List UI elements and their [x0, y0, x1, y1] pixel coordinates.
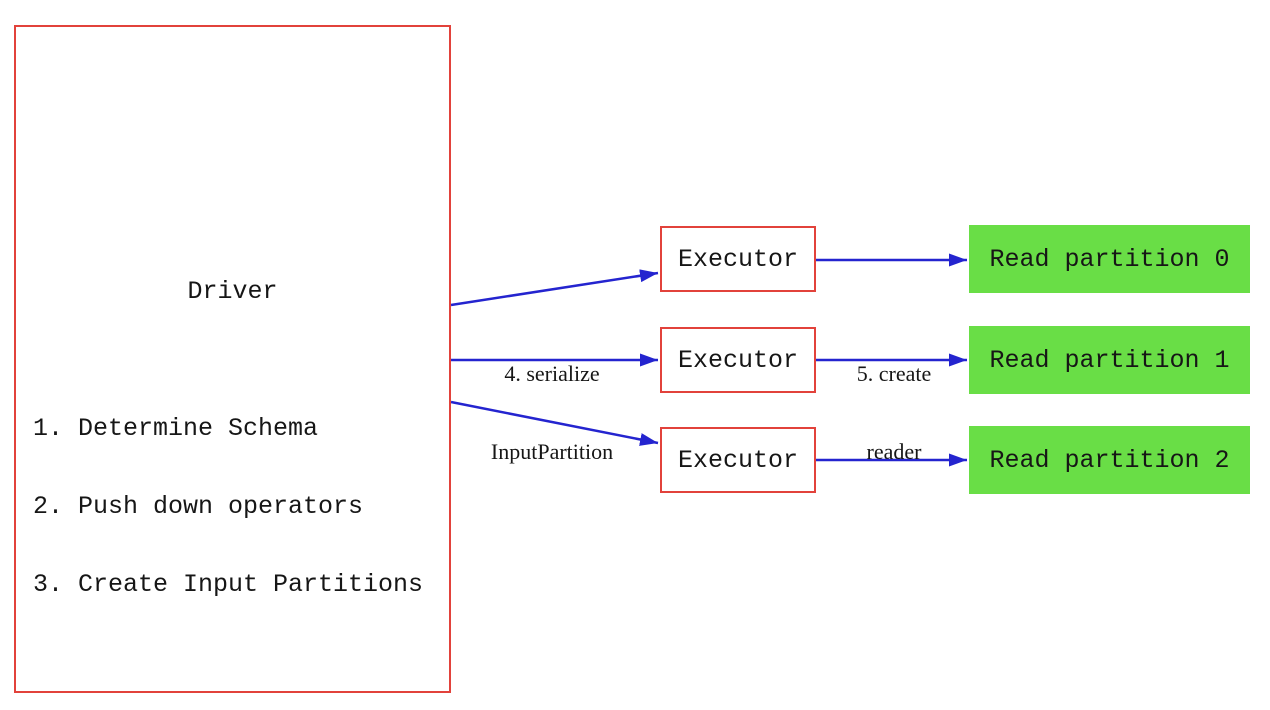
executor-node-2: Executor: [660, 327, 816, 393]
read-partition-label: Read partition 2: [989, 445, 1230, 475]
read-partition-label: Read partition 1: [989, 345, 1230, 375]
executor-label: Executor: [677, 445, 799, 475]
driver-step-2: 2. Push down operators: [33, 492, 364, 521]
driver-steps-list: 1. Determine Schema 2. Push down operato…: [33, 364, 423, 650]
edge-label-create-reader: 5. create reader: [794, 309, 994, 517]
driver-node: [14, 25, 451, 693]
driver-title: Driver: [187, 277, 278, 306]
edge-label-line: InputPartition: [490, 439, 614, 464]
read-partition-node-1: Read partition 1: [969, 326, 1250, 394]
executor-node-3: Executor: [660, 427, 816, 493]
edge-label-line: 5. create: [856, 361, 932, 386]
executor-label: Executor: [677, 244, 799, 274]
driver-step-3: 3. Create Input Partitions: [33, 570, 424, 599]
edge-label-line: 4. serialize: [504, 361, 600, 386]
read-partition-node-2: Read partition 2: [969, 426, 1250, 494]
edge-label-line: reader: [866, 439, 922, 464]
edge-label-serialize-inputpartition: 4. serialize InputPartition: [452, 309, 652, 517]
arrow-driver-to-executor-1: [450, 269, 659, 307]
read-partition-label: Read partition 0: [989, 244, 1230, 274]
driver-step-1: 1. Determine Schema: [33, 414, 319, 443]
read-partition-node-0: Read partition 0: [969, 225, 1250, 293]
executor-node-1: Executor: [660, 226, 816, 292]
executor-label: Executor: [677, 345, 799, 375]
